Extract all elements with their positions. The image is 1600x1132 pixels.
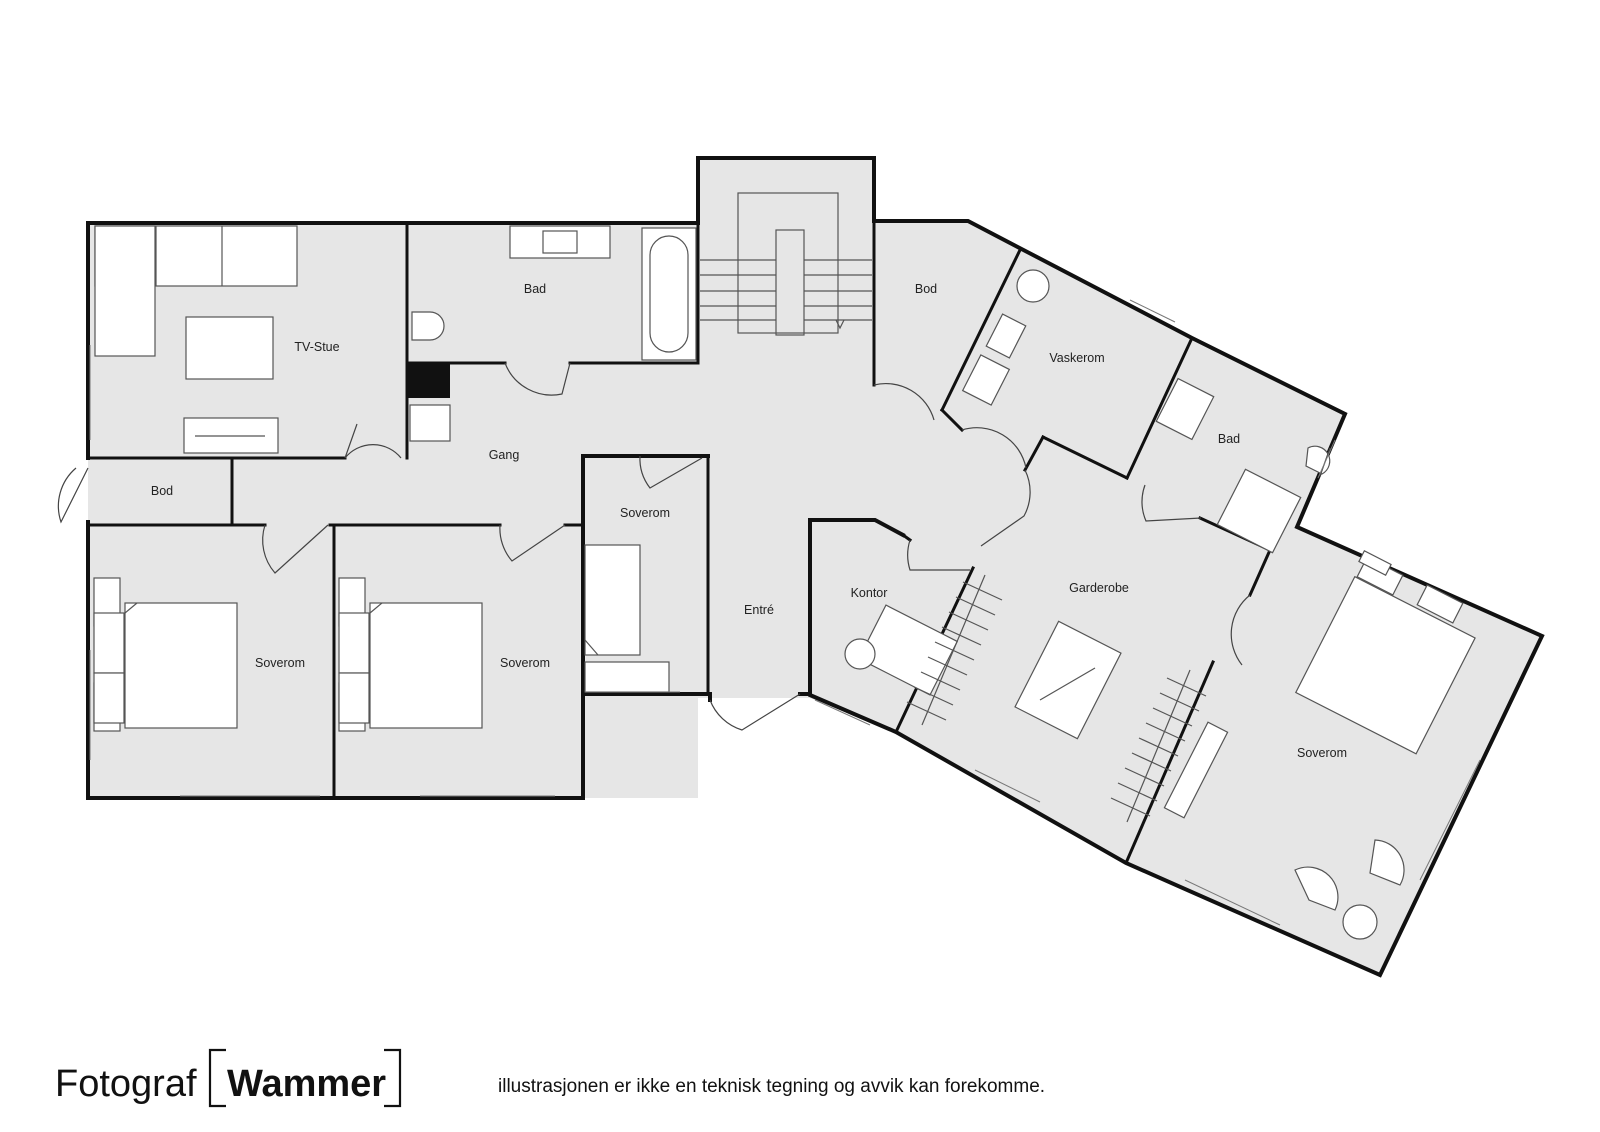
bad-furniture: [407, 225, 697, 442]
room-labels: TV-Stue Bad Bod Vaskerom Bad Gang Bod So…: [151, 282, 1347, 760]
label-soverom-3: Soverom: [620, 506, 670, 520]
label-bad-right: Bad: [1218, 432, 1240, 446]
brand-light-text: Fotograf: [55, 1063, 197, 1105]
label-bad-top: Bad: [524, 282, 546, 296]
label-entre: Entré: [744, 603, 774, 617]
label-garderobe: Garderobe: [1069, 581, 1129, 595]
soverom-1-furniture: [93, 577, 238, 732]
soverom-2-furniture: [338, 577, 483, 732]
label-bod-top: Bod: [915, 282, 937, 296]
label-gang: Gang: [489, 448, 520, 462]
label-soverom-1: Soverom: [255, 656, 305, 670]
kontor-furniture: [844, 604, 959, 696]
label-tv-stue: TV-Stue: [294, 340, 339, 354]
label-bod-left: Bod: [151, 484, 173, 498]
garderobe-furniture: [906, 574, 1207, 823]
disclaimer-text: illustrasjonen er ikke en teknisk tegnin…: [498, 1076, 1045, 1097]
soverom-3-furniture: [584, 544, 670, 693]
staircase: [700, 192, 872, 336]
logo-bracket-left: [208, 1048, 226, 1108]
floor-areas: [88, 158, 1542, 975]
label-kontor: Kontor: [851, 586, 888, 600]
label-soverom-4: Soverom: [1297, 746, 1347, 760]
logo-bracket-right: [384, 1048, 402, 1108]
footer: Fotograf Wammer illustrasjonen er ikke e…: [55, 1048, 1045, 1108]
label-vaskerom: Vaskerom: [1049, 351, 1104, 365]
soverom-4-furniture: [1163, 550, 1476, 940]
bad-right-furniture: [1155, 377, 1331, 554]
vaskerom-furniture: [961, 269, 1050, 406]
interior-walls: [86, 219, 1272, 865]
windows: [89, 299, 1481, 926]
brand-bold-text: Wammer: [227, 1063, 386, 1105]
label-soverom-2: Soverom: [500, 656, 550, 670]
tv-stue-furniture: [94, 225, 298, 454]
